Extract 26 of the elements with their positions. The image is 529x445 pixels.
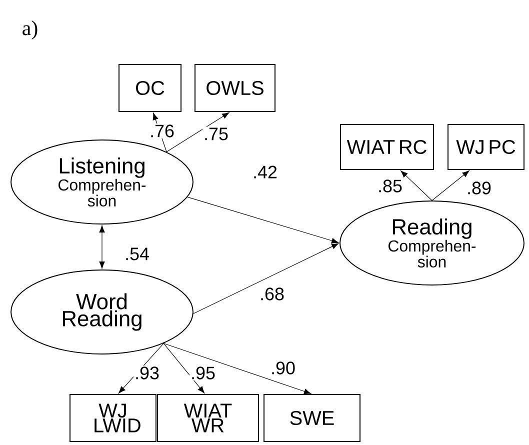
edge-label: .75 <box>202 126 230 142</box>
edge-label: .89 <box>466 180 492 196</box>
arrow <box>166 112 230 152</box>
arrow <box>432 170 470 201</box>
indicator-box: WJ PC <box>448 124 524 170</box>
edge-label: .54 <box>124 246 150 262</box>
arrow <box>163 343 312 394</box>
edge-label: .85 <box>376 178 404 194</box>
indicator-box: WIAT WR <box>157 394 259 442</box>
arrow <box>163 343 205 394</box>
indicator-box: WJ LWID <box>70 394 156 442</box>
indicator-box: OWLS <box>194 64 276 112</box>
arrow <box>99 225 105 269</box>
arrow <box>400 170 432 201</box>
indicator-box: WIAT RC <box>340 124 434 170</box>
edge-label: .95 <box>190 366 216 380</box>
edge-label: .90 <box>270 360 296 376</box>
arrow <box>193 243 339 314</box>
panel-label: a) <box>22 20 38 40</box>
indicator-box: SWE <box>264 394 360 442</box>
edge-label: .68 <box>258 286 286 302</box>
indicator-box: OC <box>118 64 182 112</box>
edge-label: .42 <box>252 164 278 180</box>
edge-label: .93 <box>134 366 160 380</box>
arrow <box>187 196 339 244</box>
edge-label: .76 <box>148 124 176 138</box>
